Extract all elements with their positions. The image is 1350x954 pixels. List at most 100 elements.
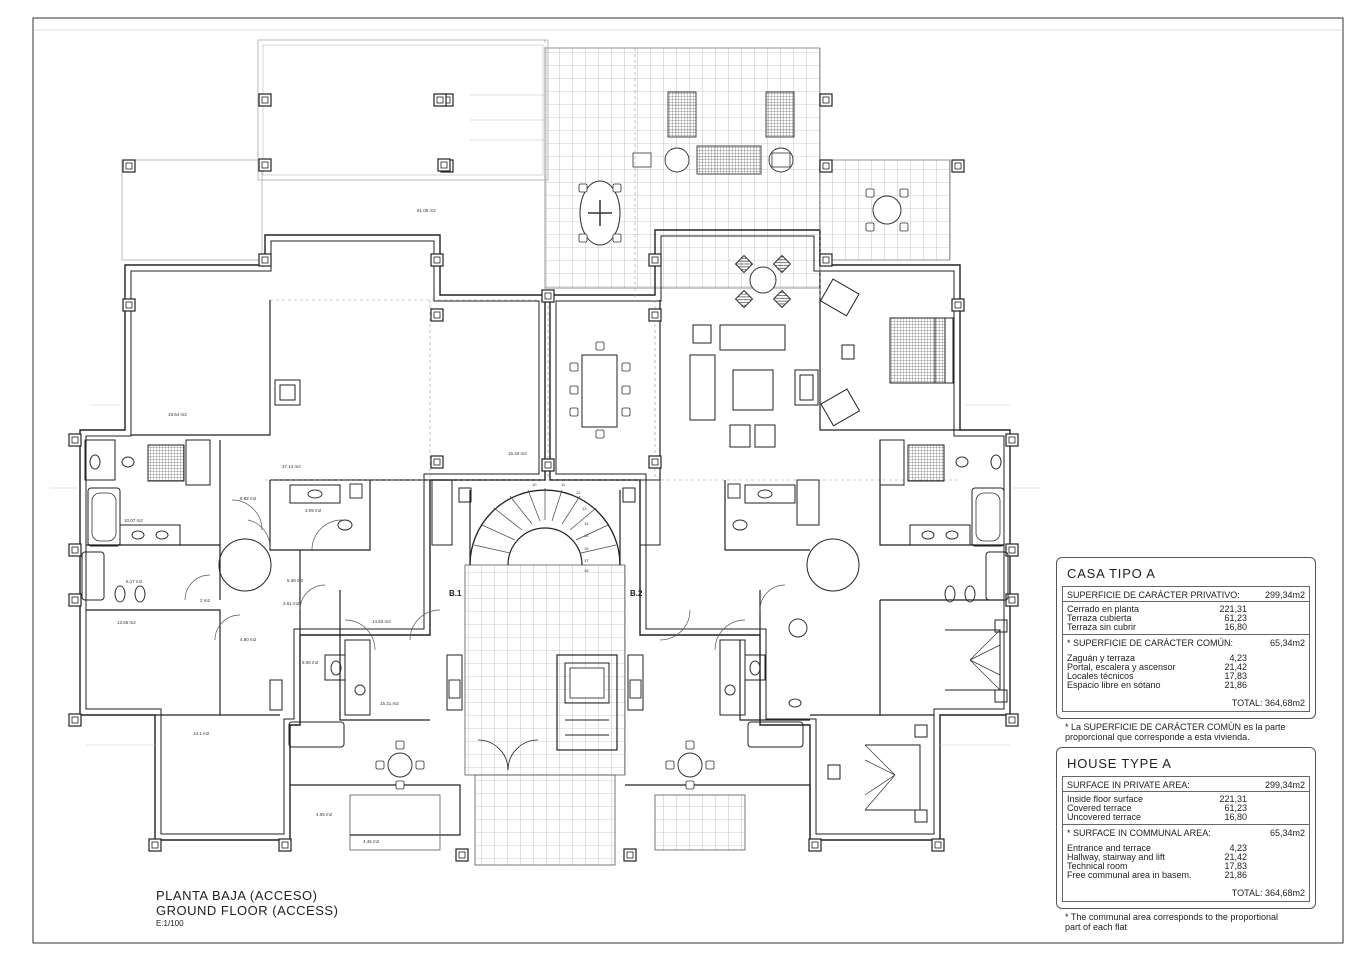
row-value: 16,80 <box>1224 812 1247 822</box>
room-area-label: 14.53 m2 <box>372 619 391 624</box>
row-value: 4,23 <box>1229 653 1247 663</box>
comun-label: * SUPERFICIE DE CARÁCTER COMÚN: <box>1067 638 1234 648</box>
row-label: Technical room <box>1067 861 1128 871</box>
communal-label: * SURFACE IN COMMUNAL AREA: <box>1067 828 1211 838</box>
room-area-label: 3.09 m2 <box>305 508 322 513</box>
stair-step-number: 18 <box>584 568 589 573</box>
row-label: Terraza cubierta <box>1067 613 1132 623</box>
table-row: Espacio libre en sótano 21,86 <box>1067 680 1247 690</box>
table-row: Zaguán y terraza 4,23 <box>1067 653 1247 663</box>
comun-value: 65,34m2 <box>1269 638 1305 648</box>
room-area-label: 3.61 m2 <box>283 601 300 606</box>
row-label: Hallway, stairway and lift <box>1067 852 1165 862</box>
total-row: TOTAL: 364,68m2 <box>1207 888 1305 898</box>
room-area-label: 6.06 m2 <box>302 660 319 665</box>
room-area-label: 16.34 m2 <box>508 451 527 456</box>
row-value: 221,31 <box>1219 794 1247 804</box>
stair-step-number: 11 <box>561 482 566 487</box>
row-value: 61,23 <box>1224 803 1247 813</box>
table-row: Cerrado en planta 221,31 <box>1067 604 1247 614</box>
row-value: 21,86 <box>1224 680 1247 690</box>
table-row: Free communal area in basem. 21,86 <box>1067 870 1247 880</box>
total-value: TOTAL: 364,68m2 <box>1231 888 1305 898</box>
row-label: Free communal area in basem. <box>1067 870 1192 880</box>
casa-tipo-a-table: CASA TIPO A SUPERFICIE DE CARÁCTER PRIVA… <box>1056 557 1316 719</box>
table-row: Uncovered terrace 16,80 <box>1067 812 1247 822</box>
row-label: Espacio libre en sótano <box>1067 680 1161 690</box>
communal-header-row: * SURFACE IN COMMUNAL AREA: 65,34m2 <box>1067 828 1305 838</box>
table-row: Hallway, stairway and lift 21,42 <box>1067 852 1247 862</box>
table-row: Inside floor surface 221,31 <box>1067 794 1247 804</box>
row-label: Inside floor surface <box>1067 794 1144 804</box>
room-area-label: 13.1 m2 <box>193 731 210 736</box>
table-row: Covered terrace 61,23 <box>1067 803 1247 813</box>
row-value: 4,23 <box>1229 843 1247 853</box>
plan-scale: E:1/100 <box>156 919 184 928</box>
table-row: Locales técnicos 17,83 <box>1067 671 1247 681</box>
row-value: 17,83 <box>1224 861 1247 871</box>
privativo-box <box>1062 586 1310 712</box>
comun-header-row: * SUPERFICIE DE CARÁCTER COMÚN: 65,34m2 <box>1067 638 1305 648</box>
house-type-a-note: * The communal area corresponds to the p… <box>1065 912 1278 932</box>
privativo-label: SUPERFICIE DE CARÁCTER PRIVATIVO: <box>1067 590 1240 600</box>
stair-step-number: 15 <box>584 533 589 538</box>
private-area-box <box>1062 776 1310 902</box>
table-row: Portal, escalera y ascensor 21,42 <box>1067 662 1247 672</box>
table-row: Entrance and terrace 4,23 <box>1067 843 1247 853</box>
privativo-header-row: SUPERFICIE DE CARÁCTER PRIVATIVO: 299,34… <box>1067 590 1305 600</box>
house-type-a-heading: HOUSE TYPE A <box>1067 756 1172 771</box>
room-area-label: 15.31 m2 <box>380 701 399 706</box>
row-value: 21,86 <box>1224 870 1247 880</box>
room-area-label: 13.55 m2 <box>117 620 136 625</box>
row-label: Terraza sin cubrir <box>1067 622 1137 632</box>
privativo-value: 299,34m2 <box>1264 590 1305 600</box>
row-value: 21,42 <box>1224 852 1247 862</box>
row-value: 61,23 <box>1224 613 1247 623</box>
communal-value: 65,34m2 <box>1269 828 1305 838</box>
row-label: Entrance and terrace <box>1067 843 1152 853</box>
stair-step-number: 14 <box>584 521 589 526</box>
block-label-b2: B.2 <box>630 589 643 598</box>
room-area-label: 37.12 m2 <box>282 464 301 469</box>
row-label: Portal, escalera y ascensor <box>1067 662 1176 672</box>
stair-step-number: 12 <box>576 490 581 495</box>
room-area-label: 6.82 m2 <box>240 496 257 501</box>
plan-title-english: GROUND FLOOR (ACCESS) <box>156 903 339 918</box>
row-value: 16,80 <box>1224 622 1247 632</box>
table-row: Terraza sin cubrir 16,80 <box>1067 622 1247 632</box>
table-row: Terraza cubierta 61,23 <box>1067 613 1247 623</box>
casa-tipo-a-heading: CASA TIPO A <box>1067 566 1156 581</box>
room-area-label: 10.07 m2 <box>124 518 143 523</box>
row-value: 21,42 <box>1224 662 1247 672</box>
stair-step-number: 17 <box>584 558 589 563</box>
block-label-b1: B.1 <box>449 589 462 598</box>
table-row: Technical room 17,83 <box>1067 861 1247 871</box>
row-value: 17,83 <box>1224 671 1247 681</box>
total-value: TOTAL: 364,68m2 <box>1231 698 1305 708</box>
row-label: Uncovered terrace <box>1067 812 1142 822</box>
row-label: Zaguán y terraza <box>1067 653 1136 663</box>
room-area-label: 4.05 m2 <box>316 812 333 817</box>
room-area-label: 5.39 m2 <box>287 578 304 583</box>
house-type-a-table: HOUSE TYPE A SURFACE IN PRIVATE AREA: 29… <box>1056 747 1316 909</box>
stair-step-number: 13 <box>582 506 587 511</box>
private-label: SURFACE IN PRIVATE AREA: <box>1067 780 1190 790</box>
row-label: Locales técnicos <box>1067 671 1134 681</box>
room-area-label: 2 m2 <box>200 598 211 603</box>
casa-tipo-a-note: * La SUPERFICIE DE CARÁCTER COMÚN es la … <box>1065 722 1286 742</box>
room-area-label: 4.80 m2 <box>240 637 257 642</box>
row-label: Covered terrace <box>1067 803 1132 813</box>
plan-title-spanish: PLANTA BAJA (ACCESO) <box>156 888 318 903</box>
row-label: Cerrado en planta <box>1067 604 1140 614</box>
room-area-label: 61.05 m2 <box>417 208 436 213</box>
total-row: TOTAL: 364,68m2 <box>1207 698 1305 708</box>
room-area-label: 19.64 m2 <box>168 412 187 417</box>
room-area-label: 5.17 m2 <box>126 579 143 584</box>
room-area-label: 4.45 m2 <box>363 839 380 844</box>
stair-step-number: 10 <box>532 482 537 487</box>
private-value: 299,34m2 <box>1264 780 1305 790</box>
private-header-row: SURFACE IN PRIVATE AREA: 299,34m2 <box>1067 780 1305 790</box>
row-value: 221,31 <box>1219 604 1247 614</box>
stair-step-number: 16 <box>584 546 589 551</box>
